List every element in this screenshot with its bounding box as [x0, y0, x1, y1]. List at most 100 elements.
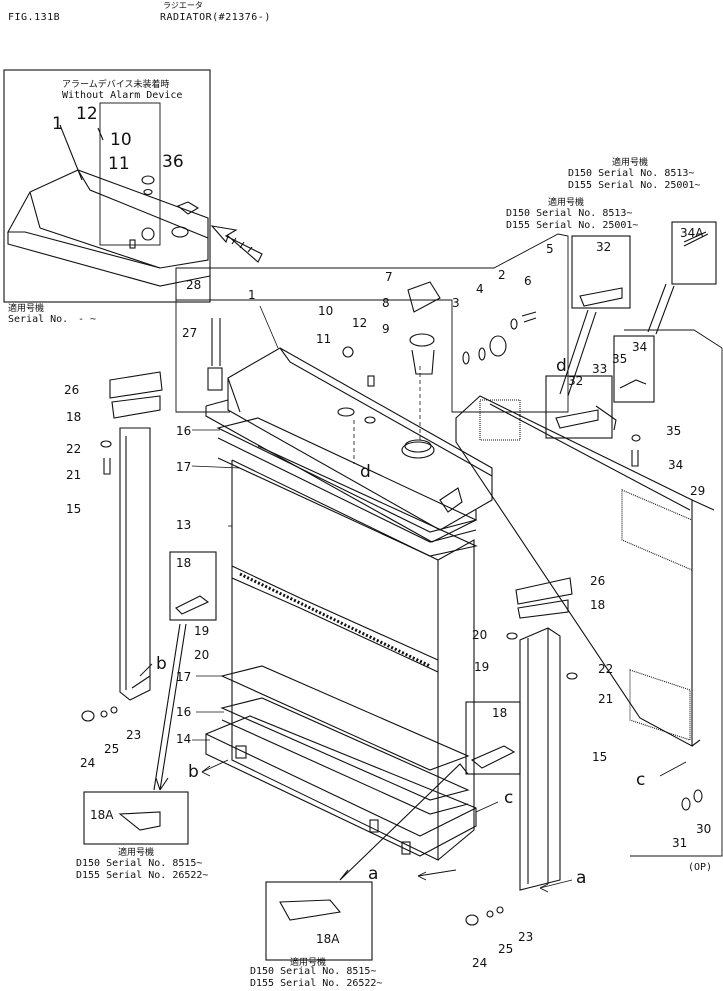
callout-34-right: 34 [668, 458, 684, 472]
callout-20-right: 20 [472, 628, 488, 642]
serial-note-top-2: D155 Serial No. 25001~ [568, 180, 701, 191]
inset-serial-label: Serial No. [8, 314, 69, 325]
callout-18-right: 18 [590, 598, 606, 612]
callout-35-right: 35 [666, 424, 682, 438]
ref-c-center: c [504, 788, 514, 808]
callout-21-right: 21 [598, 692, 614, 706]
callout-35-box: 35 [612, 352, 628, 366]
callout-15-right: 15 [592, 750, 608, 764]
callout-11: 11 [316, 332, 332, 346]
inset-caption-kana: アラームデバイス未装着時 [62, 80, 170, 90]
callout-30: 30 [696, 822, 712, 836]
upper-gaskets [216, 417, 478, 557]
inset-callout-10: 10 [110, 130, 132, 150]
footer-code: (OP) [688, 862, 713, 873]
callout-26-right: 26 [590, 574, 606, 588]
callout-33: 33 [592, 362, 608, 376]
ref-c-right: c [636, 770, 646, 790]
callout-17-top: 17 [176, 460, 192, 474]
serial-note-mid-kana: 適用号機 [548, 198, 585, 208]
ref-b-bottom: b [188, 762, 199, 782]
serial-note-bottom-1: D150 Serial No. 8515~ [250, 966, 377, 977]
callout-17-bottom: 17 [176, 670, 192, 684]
inset-callout-12: 12 [76, 104, 98, 124]
callout-15-left: 15 [66, 502, 82, 516]
callout-24-right: 24 [472, 956, 488, 970]
inset-callout-11: 11 [108, 154, 130, 174]
callout-19-right: 19 [474, 660, 490, 674]
upper-tank [205, 347, 493, 543]
callout-32-top: 32 [596, 240, 612, 254]
callout-24-left: 24 [80, 756, 96, 770]
ref-b-left: b [156, 654, 167, 674]
callout-8: 8 [382, 296, 390, 310]
callout-34A: 34A [680, 226, 704, 240]
callout-9: 9 [382, 322, 390, 336]
callout-22-right: 22 [598, 662, 614, 676]
inset-serial-value: - ~ [78, 314, 97, 325]
figure-number: FIG.131B [8, 12, 61, 23]
serial-note-left-2: D155 Serial No. 26522~ [76, 870, 209, 881]
callout-4: 4 [476, 282, 484, 296]
callout-18A-left: 18A [90, 808, 114, 822]
serial-note-bottom-kana: 適用号機 [290, 958, 327, 968]
callout-14: 14 [176, 732, 192, 746]
callout-7: 7 [385, 270, 393, 284]
callout-25-right: 25 [498, 942, 514, 956]
ref-d-tank: d [360, 462, 371, 482]
leader-lines [191, 305, 421, 741]
callout-29: 29 [690, 484, 706, 498]
lower-tank [205, 665, 477, 857]
callout-20-left: 20 [194, 648, 210, 662]
callout-25-left: 25 [104, 742, 120, 756]
callout-5: 5 [546, 242, 554, 256]
hatched-arrows [153, 283, 675, 881]
title-kana: ラジエータ [163, 1, 203, 10]
inset-callout-36: 36 [162, 152, 184, 172]
callout-31: 31 [672, 836, 688, 850]
serial-note-bottom-2: D155 Serial No. 26522~ [250, 978, 383, 989]
cap-parts [207, 281, 537, 391]
ref-d-right: d [556, 356, 567, 376]
callout-23-left: 23 [126, 728, 142, 742]
ref-a-right: a [576, 868, 587, 888]
serial-note-mid-1: D150 Serial No. 8513~ [506, 208, 633, 219]
callout-19-left: 19 [194, 624, 210, 638]
callout-18A-bottom: 18A [316, 932, 340, 946]
right-grille [455, 329, 723, 857]
ref-a-left: a [368, 864, 379, 884]
callout-26-left: 26 [64, 383, 80, 397]
callout-16-bottom: 16 [176, 705, 192, 719]
callout-1: 1 [248, 288, 256, 302]
callout-27: 27 [182, 326, 198, 340]
radiator-core [231, 459, 475, 861]
callout-18-box-left: 18 [176, 556, 192, 570]
callout-3: 3 [452, 296, 460, 310]
serial-note-mid-2: D155 Serial No. 25001~ [506, 220, 639, 231]
callout-2: 2 [498, 268, 506, 282]
callout-32-mid: 32 [568, 374, 584, 388]
inset-frame [3, 69, 211, 303]
callout-16-top: 16 [176, 424, 192, 438]
inset-upper-tank [7, 124, 211, 287]
inset-applicable-kana: 適用号機 [8, 304, 45, 314]
serial-note-top-kana: 適用号機 [612, 158, 649, 168]
callout-34-box: 34 [632, 340, 648, 354]
figure-title: RADIATOR(#21376-) [160, 12, 271, 23]
callout-22-left: 22 [66, 442, 82, 456]
inset-callout-1: 1 [52, 114, 63, 134]
callout-12: 12 [352, 316, 368, 330]
callout-23-right: 23 [518, 930, 534, 944]
left-side-plate [81, 371, 163, 722]
callout-21-left: 21 [66, 468, 82, 482]
callout-6: 6 [524, 274, 532, 288]
callout-28: 28 [186, 278, 202, 292]
serial-note-left-1: D150 Serial No. 8515~ [76, 858, 203, 869]
inset-caption: Without Alarm Device [62, 90, 183, 101]
callout-18-box-right: 18 [492, 706, 508, 720]
inset-arrow [210, 225, 263, 263]
callout-18-left: 18 [66, 410, 82, 424]
serial-note-left-kana: 適用号機 [118, 848, 155, 858]
